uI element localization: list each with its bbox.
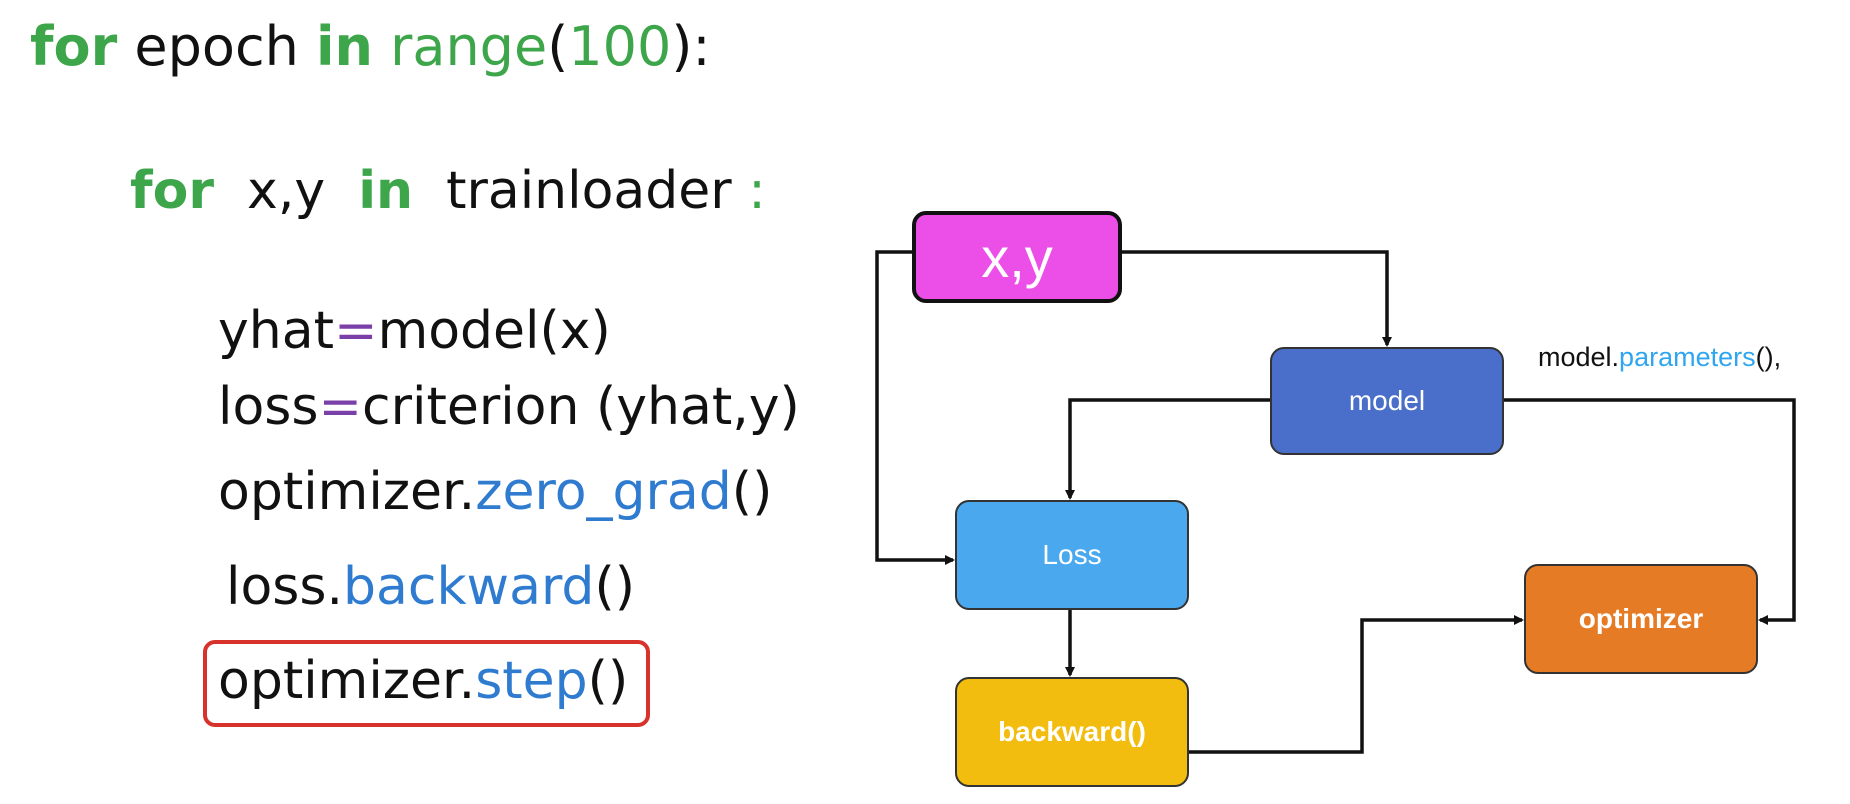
code-line-zero-grad: optimizer.zero_grad() bbox=[218, 466, 772, 518]
range-function: range bbox=[390, 15, 548, 78]
colon: : bbox=[748, 161, 766, 221]
code-line-forward: yhat=model(x) bbox=[218, 305, 611, 357]
loss-object: loss. bbox=[226, 557, 343, 617]
open-paren: ( bbox=[547, 15, 569, 78]
loop-variable: epoch bbox=[117, 15, 317, 78]
node-optimizer: optimizer bbox=[1524, 564, 1758, 674]
trainloader: trainloader bbox=[413, 161, 749, 221]
node-loss: Loss bbox=[955, 500, 1189, 610]
epoch-count: 100 bbox=[568, 15, 672, 78]
arrow-xy-to-model bbox=[1122, 250, 1392, 347]
arrow-model-to-optimizer bbox=[1504, 398, 1796, 625]
code-line-step: optimizer.step() bbox=[218, 655, 628, 707]
yhat-variable: yhat bbox=[218, 301, 334, 361]
node-backward: backward() bbox=[955, 677, 1189, 787]
equals-sign: = bbox=[318, 377, 363, 437]
call-parens: () bbox=[731, 462, 773, 522]
optimizer-object: optimizer. bbox=[218, 462, 476, 522]
keyword-in: in bbox=[316, 15, 373, 78]
arrow-xy-to-loss bbox=[875, 250, 955, 565]
call-parens: () bbox=[594, 557, 636, 617]
code-line-backward: loss.backward() bbox=[226, 561, 635, 613]
params-object: model. bbox=[1538, 342, 1620, 372]
keyword-in: in bbox=[358, 161, 414, 221]
batch-variables: x,y bbox=[214, 161, 359, 221]
code-line-batch-loop: for x,y in trainloader : bbox=[130, 165, 766, 217]
model-call: model(x) bbox=[377, 301, 611, 361]
params-call: (), bbox=[1755, 342, 1782, 372]
arrow-model-to-loss bbox=[1065, 398, 1270, 500]
zero-grad-method: zero_grad bbox=[475, 462, 732, 522]
criterion-call: criterion (yhat,y) bbox=[362, 377, 800, 437]
arrow-backward-to-optimizer bbox=[1189, 615, 1524, 754]
model-parameters-label: model.parameters(), bbox=[1538, 342, 1781, 373]
call-parens: () bbox=[587, 651, 629, 711]
code-line-epoch-loop: for epoch in range(100): bbox=[30, 20, 711, 74]
keyword-for: for bbox=[130, 161, 214, 221]
close-paren-colon: ): bbox=[671, 15, 711, 78]
optimizer-object: optimizer. bbox=[218, 651, 476, 711]
params-method: parameters bbox=[1619, 342, 1756, 372]
loss-variable: loss bbox=[218, 377, 319, 437]
equals-sign: = bbox=[333, 301, 378, 361]
code-line-loss: loss=criterion (yhat,y) bbox=[218, 381, 800, 433]
keyword-for: for bbox=[30, 15, 118, 78]
backward-method: backward bbox=[342, 557, 595, 617]
step-highlight-box bbox=[203, 640, 650, 727]
step-method: step bbox=[475, 651, 588, 711]
node-xy: x,y bbox=[912, 211, 1122, 303]
node-model: model bbox=[1270, 347, 1504, 455]
